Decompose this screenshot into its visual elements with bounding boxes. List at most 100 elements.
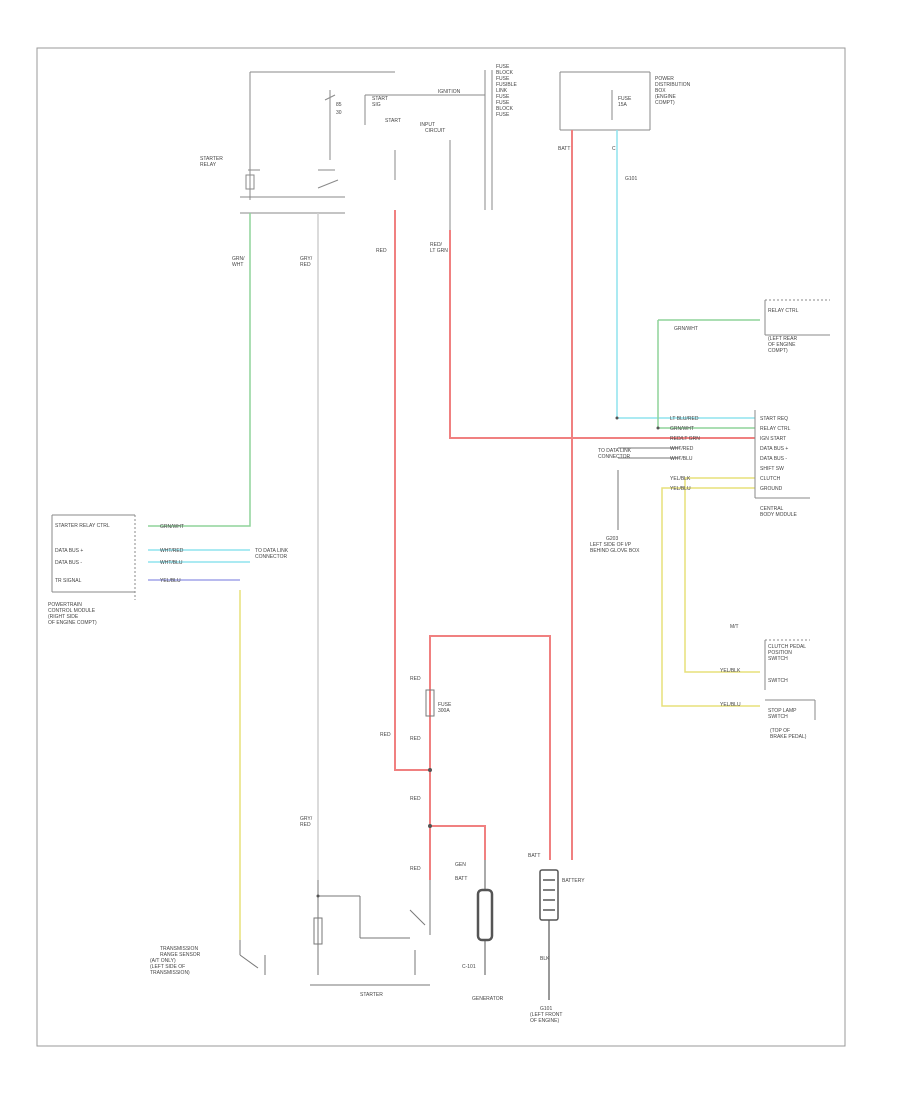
svg-text:STARTER RELAY CTRL: STARTER RELAY CTRL <box>55 523 110 529</box>
svg-text:TRANSMISSION: TRANSMISSION <box>160 946 198 952</box>
svg-text:YEL/BLU: YEL/BLU <box>670 486 691 492</box>
power-distribution-labels: POWER DISTRIBUTION BOX (ENGINE COMPT) FU… <box>558 76 691 182</box>
svg-text:LT GRN: LT GRN <box>430 248 448 254</box>
svg-text:CONTROL MODULE: CONTROL MODULE <box>48 608 96 614</box>
svg-text:RED: RED <box>410 796 421 802</box>
svg-text:FUSE: FUSE <box>496 76 510 82</box>
svg-text:RED: RED <box>410 676 421 682</box>
svg-text:DATA BUS -: DATA BUS - <box>760 456 787 462</box>
svg-text:BOX: BOX <box>655 88 666 94</box>
svg-text:DATA BUS -: DATA BUS - <box>55 560 82 566</box>
transmission-range-switch <box>239 940 266 975</box>
svg-text:GRN/WHT: GRN/WHT <box>670 426 694 432</box>
svg-text:(LEFT FRONT: (LEFT FRONT <box>530 1012 562 1018</box>
svg-text:BRAKE PEDAL): BRAKE PEDAL) <box>770 734 807 740</box>
svg-text:DATA BUS +: DATA BUS + <box>55 548 83 554</box>
transmission-range-labels: TRANSMISSION RANGE SENSOR (A/T ONLY) (LE… <box>150 946 201 976</box>
svg-text:RED: RED <box>380 732 391 738</box>
svg-text:BODY MODULE: BODY MODULE <box>760 512 798 518</box>
svg-text:GRN/WHT: GRN/WHT <box>674 326 698 332</box>
battery-positive-wire <box>394 210 430 771</box>
pcm-labels: STARTER RELAY CTRL DATA BUS + DATA BUS -… <box>48 523 289 626</box>
svg-text:WHT/BLU: WHT/BLU <box>670 456 693 462</box>
yellow-wires <box>239 477 760 940</box>
svg-text:START: START <box>372 96 388 102</box>
svg-text:YEL/BLU: YEL/BLU <box>160 578 181 584</box>
svg-text:INPUT: INPUT <box>420 122 435 128</box>
svg-text:OF ENGINE COMPT): OF ENGINE COMPT) <box>48 620 97 626</box>
wire-tags: RED RED/ LT GRN GRN/ WHT GRY/ RED GRN/WH… <box>160 242 741 970</box>
svg-text:BLOCK: BLOCK <box>496 106 514 112</box>
svg-text:FUSE: FUSE <box>496 94 510 100</box>
svg-text:RELAY CTRL: RELAY CTRL <box>768 308 799 314</box>
svg-text:TR SIGNAL: TR SIGNAL <box>55 578 82 584</box>
svg-text:RED: RED <box>300 262 311 268</box>
body-module-ground <box>617 447 680 530</box>
fuse-300a <box>425 689 435 717</box>
svg-text:IGN START: IGN START <box>760 436 786 442</box>
svg-text:RED: RED <box>376 248 387 254</box>
svg-text:FUSE: FUSE <box>496 64 510 70</box>
svg-text:YEL/BLU: YEL/BLU <box>720 702 741 708</box>
svg-text:GRN/WHT: GRN/WHT <box>160 524 184 530</box>
svg-text:SIG: SIG <box>372 102 381 108</box>
ignition-start-wire <box>449 230 755 439</box>
svg-text:CONNECTOR: CONNECTOR <box>598 454 631 460</box>
svg-text:300A: 300A <box>438 708 450 714</box>
svg-text:BATT: BATT <box>558 146 570 152</box>
svg-text:RED/LT GRN: RED/LT GRN <box>670 436 700 442</box>
svg-text:IGNITION: IGNITION <box>438 89 461 95</box>
svg-text:WHT/BLU: WHT/BLU <box>160 560 183 566</box>
svg-text:POSITION: POSITION <box>768 650 792 656</box>
svg-text:C-101: C-101 <box>462 964 476 970</box>
svg-text:COMPT): COMPT) <box>655 100 675 106</box>
body-control-module <box>754 299 830 499</box>
svg-text:OF ENGINE): OF ENGINE) <box>530 1018 560 1024</box>
cyan-body-module-wire <box>616 130 755 419</box>
body-module-start-wire <box>661 487 760 707</box>
starter-motor <box>310 880 431 986</box>
svg-text:WHT/RED: WHT/RED <box>670 446 694 452</box>
starter-label: STARTER <box>360 992 383 998</box>
starter-relay-pin-labels: 85 30 STARTER RELAY <box>200 102 342 168</box>
svg-text:BLOCK: BLOCK <box>496 70 514 76</box>
svg-text:RED: RED <box>300 822 311 828</box>
powertrain-control-module <box>51 514 136 600</box>
svg-text:RELAY: RELAY <box>200 162 217 168</box>
svg-text:C: C <box>612 146 616 152</box>
svg-text:WHT/RED: WHT/RED <box>160 548 184 554</box>
svg-text:GRY/: GRY/ <box>300 256 313 262</box>
svg-text:FUSE: FUSE <box>496 100 510 106</box>
svg-text:OF ENGINE: OF ENGINE <box>768 342 796 348</box>
svg-text:SHIFT SW: SHIFT SW <box>760 466 784 472</box>
svg-text:COMPT): COMPT) <box>768 348 788 354</box>
svg-text:CIRCUIT: CIRCUIT <box>425 128 445 134</box>
svg-text:(LEFT SIDE OF: (LEFT SIDE OF <box>150 964 185 970</box>
svg-text:GRY/: GRY/ <box>300 816 313 822</box>
svg-text:SWITCH: SWITCH <box>768 656 788 662</box>
svg-text:START REQ: START REQ <box>760 416 788 422</box>
svg-text:G101: G101 <box>625 176 637 182</box>
battery <box>539 869 559 1000</box>
svg-text:FUSE: FUSE <box>438 702 452 708</box>
svg-text:FUSE: FUSE <box>496 112 510 118</box>
ignition-switch-labels: IGNITION START SIG START INPUT CIRCUIT F… <box>372 64 518 134</box>
ignition-switch <box>364 70 493 230</box>
svg-text:RELAY CTRL: RELAY CTRL <box>760 426 791 432</box>
svg-text:BATT: BATT <box>455 876 467 882</box>
svg-text:RED: RED <box>410 866 421 872</box>
body-module-clutch-wire <box>684 477 760 673</box>
battery-label: BATTERY <box>562 878 585 884</box>
svg-text:START: START <box>385 118 401 124</box>
svg-text:SWITCH: SWITCH <box>768 714 788 720</box>
power-distribution-box <box>559 71 651 131</box>
ground-labels: TO DATA LINK CONNECTOR G203 LEFT SIDE OF… <box>590 448 640 554</box>
svg-text:LINK: LINK <box>496 88 508 94</box>
svg-text:CENTRAL: CENTRAL <box>760 506 784 512</box>
svg-text:YEL/BLK: YEL/BLK <box>670 476 691 482</box>
svg-text:TO DATA LINK: TO DATA LINK <box>255 548 289 554</box>
svg-text:RANGE SENSOR: RANGE SENSOR <box>160 952 201 958</box>
svg-text:GROUND: GROUND <box>760 486 783 492</box>
svg-text:GRN/: GRN/ <box>232 256 245 262</box>
